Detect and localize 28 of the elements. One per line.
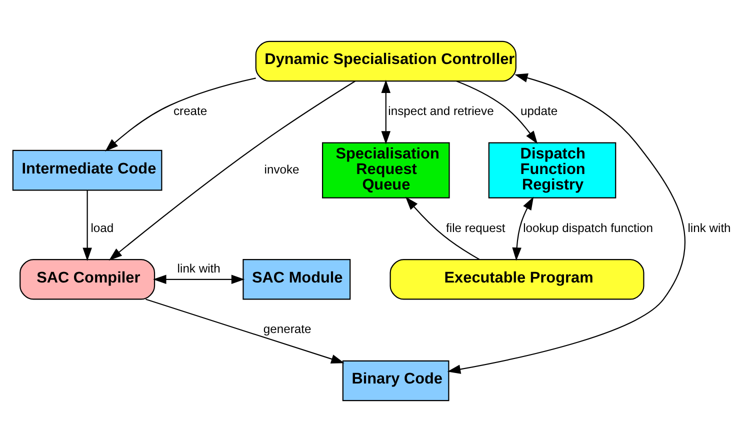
edge-label: link with bbox=[688, 220, 731, 235]
node-box: Intermediate Code bbox=[12, 150, 162, 191]
arrow bbox=[146, 298, 344, 364]
arrow bbox=[105, 78, 256, 152]
arrow bbox=[381, 80, 391, 144]
edge-label: inspect and retrieve bbox=[388, 104, 494, 118]
node-box: SAC Module bbox=[242, 259, 351, 300]
edge-label: file request bbox=[446, 220, 506, 235]
edge-label: create bbox=[174, 104, 208, 118]
edge-label: link with bbox=[177, 262, 220, 276]
node-box: Binary Code bbox=[342, 360, 450, 402]
edge-label: invoke bbox=[264, 162, 300, 176]
arrow bbox=[512, 196, 534, 261]
node-box: Dispatch Function Registry bbox=[488, 142, 616, 198]
arrow bbox=[82, 190, 92, 262]
edge-label: load bbox=[90, 220, 114, 235]
arrow bbox=[153, 274, 245, 284]
node-box: Dynamic Specialisation Controller bbox=[255, 40, 516, 82]
edge-label: generate bbox=[263, 322, 312, 336]
node-box: Executable Program bbox=[390, 259, 644, 300]
edge-label: update bbox=[520, 104, 558, 118]
arrow bbox=[456, 80, 538, 144]
node-box: SAC Compiler bbox=[20, 259, 156, 300]
arrow bbox=[108, 80, 356, 260]
node-box: Specialisation Request Queue bbox=[322, 142, 450, 198]
arrow bbox=[405, 196, 480, 260]
edge-label: lookup dispatch function bbox=[523, 220, 654, 235]
arrow bbox=[447, 73, 686, 374]
